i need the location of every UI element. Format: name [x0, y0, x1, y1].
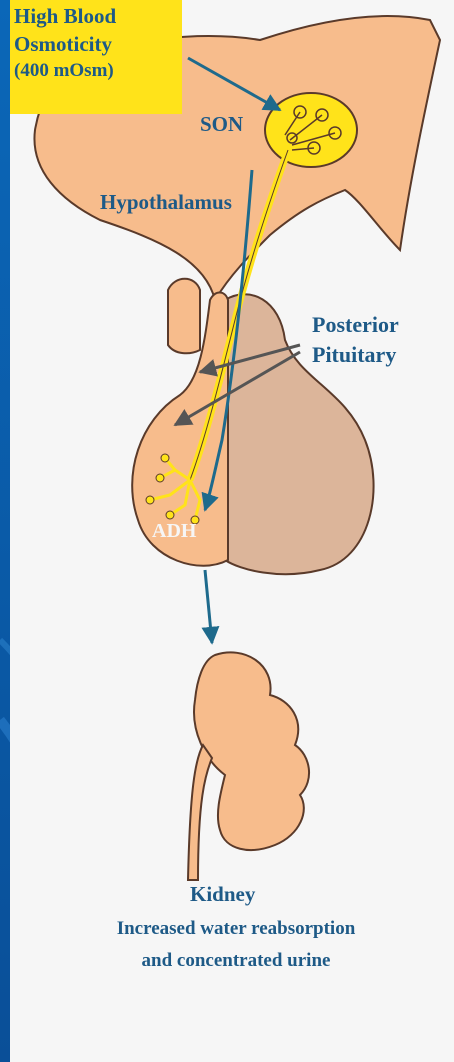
posterior-pituitary-label-line1: Posterior	[312, 312, 399, 338]
son-label: SON	[200, 112, 243, 137]
son-nucleus	[265, 93, 357, 167]
title-line3: (400 mOsm)	[14, 60, 114, 82]
kidney-shape	[194, 652, 309, 850]
hypothalamus-label: Hypothalamus	[100, 190, 232, 215]
adh-to-kidney-arrow	[205, 570, 212, 643]
title-line1: High Blood	[14, 4, 116, 29]
ureter-shape	[188, 745, 212, 880]
adh-label: ADH	[152, 520, 196, 543]
caption-line2: and concentrated urine	[56, 950, 416, 972]
title-line2: Osmoticity	[14, 32, 112, 57]
kidney-label: Kidney	[190, 882, 255, 907]
caption-line1: Increased water reabsorption	[56, 918, 416, 940]
posterior-pituitary-label-line2: Pituitary	[312, 342, 396, 368]
